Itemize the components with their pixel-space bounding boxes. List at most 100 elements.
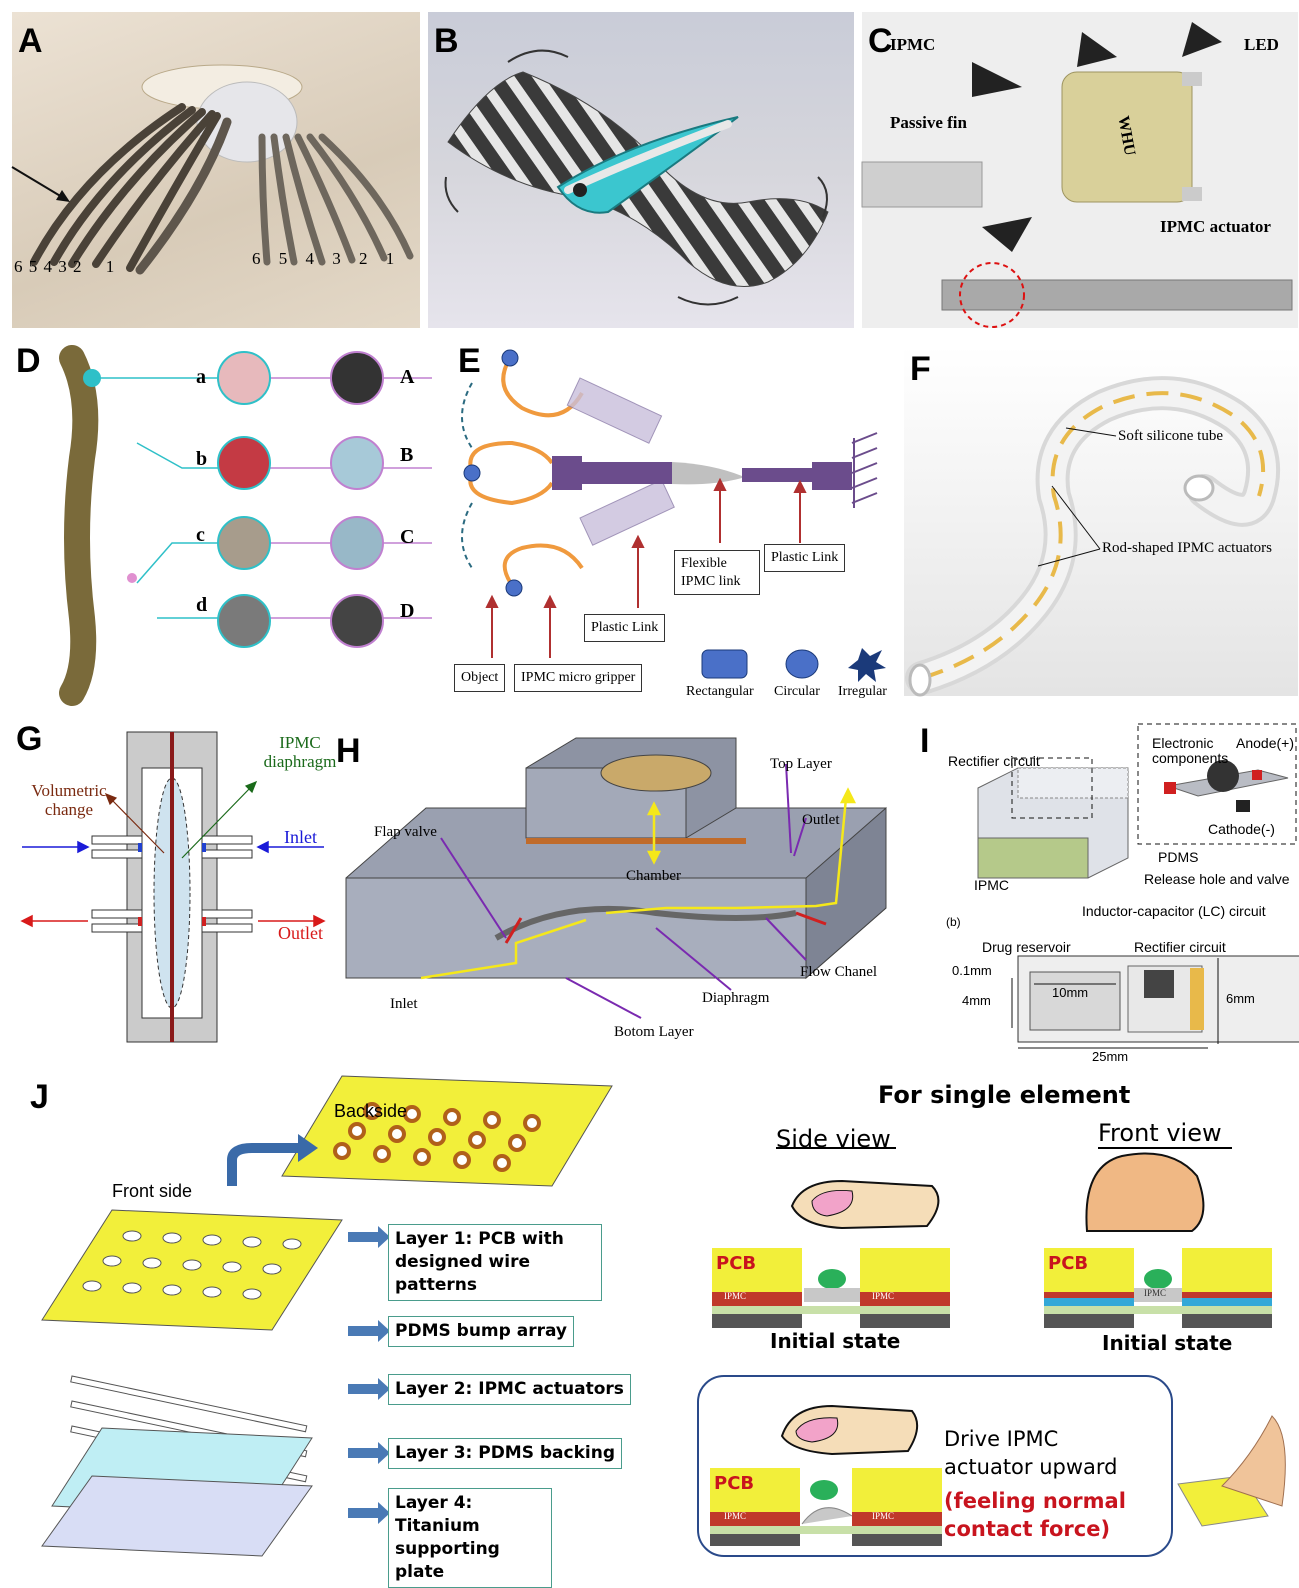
h-bottom-layer: Botom Layer xyxy=(614,1024,694,1040)
j-ipmc-4: IPMC xyxy=(724,1511,747,1521)
e-plastic-link-mid-box: Plastic Link xyxy=(584,614,666,642)
panel-j: J Backside Front side Layer 1: PCB with … xyxy=(12,1075,1298,1588)
panel-a-photo xyxy=(11,64,414,275)
a-num: 6 xyxy=(14,257,24,276)
panel-g: G IPMC diaphragm Volumetric change Inlet… xyxy=(12,718,342,1048)
h-diaphragm: Diaphragm xyxy=(702,990,770,1006)
panel-i: I Rectifier circuit Electronic component… xyxy=(918,718,1299,1068)
h-chamber: Chamber xyxy=(626,868,681,884)
e-shape-irr: Irregular xyxy=(838,684,887,699)
h-outlet: Outlet xyxy=(802,812,840,828)
j-feel-1: (feeling normal xyxy=(944,1489,1126,1513)
i-d25: 25mm xyxy=(1092,1049,1129,1064)
j-layer2-box: Layer 2: IPMC actuators xyxy=(388,1374,631,1405)
panel-a: A 6 5 4 3 2 1 6 5 4 3 2 1 xyxy=(11,12,420,328)
j-feel-2: contact force) xyxy=(944,1517,1111,1541)
i-electronic: Electronic components xyxy=(1152,735,1229,767)
panel-i-diagram xyxy=(977,723,1299,1049)
j-pcb-1: PCB xyxy=(716,1253,757,1274)
d-letter-B: B xyxy=(400,444,414,466)
a-right-numbers: 6 5 4 3 2 1 xyxy=(252,249,395,269)
panel-e: E Flexible IPMC link Plastic Link Plasti… xyxy=(452,338,888,700)
a-num: 1 xyxy=(385,249,395,268)
i-anode: Anode(+) xyxy=(1236,735,1294,751)
j-ipmc-3: IPMC xyxy=(1144,1288,1167,1298)
g-inlet-label: Inlet xyxy=(284,827,317,847)
panel-g-diagram xyxy=(20,731,326,1043)
h-inlet: Inlet xyxy=(390,996,418,1012)
a-num: 1 xyxy=(105,257,116,276)
a-num: 2 xyxy=(359,249,368,268)
d-letter-c: c xyxy=(196,524,205,546)
panel-label-i: I xyxy=(920,722,930,760)
panel-c: C IPMC LED Passive fin IPMC actuator WHU xyxy=(861,12,1298,328)
g-volumetric-label: Volumetric change xyxy=(31,781,107,819)
i-rectifier2: Rectifier circuit xyxy=(1134,939,1226,955)
panel-label-c: C xyxy=(868,22,893,60)
g-outlet-label: Outlet xyxy=(278,923,323,943)
j-initial-2: Initial state xyxy=(1102,1331,1233,1355)
a-num: 5 xyxy=(278,249,288,268)
panel-f-tube xyxy=(905,376,1281,697)
panel-d: D a b c d A B C D xyxy=(12,338,442,706)
j-layer1-box: Layer 1: PCB with designed wire patterns xyxy=(388,1224,602,1301)
e-shape-rect: Rectangular xyxy=(686,684,754,699)
c-passive-fin-label: Passive fin xyxy=(890,113,967,132)
c-led-label: LED xyxy=(1244,35,1279,54)
e-plastic-link-right-box: Plastic Link xyxy=(764,544,846,572)
a-num: 3 xyxy=(332,249,341,268)
a-left-numbers: 6 5 4 3 2 1 xyxy=(14,257,116,277)
a-num: 4 xyxy=(43,257,53,276)
j-layer4-box: Layer 4: Titanium supporting plate xyxy=(388,1488,552,1588)
e-shape-circ: Circular xyxy=(774,684,820,699)
j-pcb-3: PCB xyxy=(714,1473,755,1494)
j-drive-1: Drive IPMC xyxy=(944,1427,1059,1451)
j-initial-1: Initial state xyxy=(770,1329,901,1353)
panel-j-diagram xyxy=(41,1075,1286,1557)
a-num: 3 xyxy=(58,257,68,276)
j-backside: Backside xyxy=(334,1101,408,1121)
panel-b-drawing xyxy=(444,49,829,306)
panel-label-b: B xyxy=(434,22,459,60)
j-drive-2: actuator upward xyxy=(944,1455,1118,1479)
c-ipmc-label: IPMC xyxy=(890,35,936,54)
j-front-side: Front side xyxy=(112,1181,193,1201)
i-d4: 4mm xyxy=(962,993,991,1008)
e-gripper-box: IPMC micro gripper xyxy=(514,664,643,692)
panel-c-photo xyxy=(861,22,1293,328)
a-num: 5 xyxy=(28,257,39,276)
a-num: 2 xyxy=(73,257,83,276)
panel-label-f: F xyxy=(910,350,931,388)
a-num: 6 xyxy=(252,249,261,268)
i-ipmc: IPMC xyxy=(974,877,1009,893)
panel-label-h: H xyxy=(336,732,361,770)
panel-label-e: E xyxy=(458,342,481,380)
a-num: 4 xyxy=(305,249,315,268)
j-single-title: For single element xyxy=(878,1081,1131,1109)
panel-e-diagram xyxy=(461,349,886,682)
panel-h-diagram xyxy=(345,737,887,1019)
panel-label-d: D xyxy=(16,342,41,380)
j-ipmc-2: IPMC xyxy=(872,1291,895,1301)
i-release: Release hole and valve xyxy=(1144,871,1290,887)
f-rods-label: Rod-shaped IPMC actuators xyxy=(1102,540,1272,556)
i-cathode: Cathode(-) xyxy=(1208,821,1275,837)
i-d01: 0.1mm xyxy=(952,963,992,978)
d-letter-d: d xyxy=(196,594,208,616)
d-letter-C: C xyxy=(400,526,415,548)
i-b: (b) xyxy=(946,915,961,929)
j-layer3-box: Layer 3: PDMS backing xyxy=(388,1438,623,1469)
i-lc: Inductor-capacitor (LC) circuit xyxy=(1082,903,1266,919)
j-front-view: Front view xyxy=(1098,1119,1222,1147)
j-ipmc-1: IPMC xyxy=(724,1291,747,1301)
f-tube-label: Soft silicone tube xyxy=(1118,428,1223,444)
h-flow-channel: Flow Chanel xyxy=(800,964,878,980)
i-d6: 6mm xyxy=(1226,991,1255,1006)
d-letter-b: b xyxy=(196,448,208,470)
panel-h: H Top Layer Outlet Flap valve Chamber In… xyxy=(336,728,916,1048)
j-side-view: Side view xyxy=(776,1125,891,1153)
panel-label-a: A xyxy=(18,22,43,60)
e-object-box: Object xyxy=(454,664,506,692)
d-letter-D: D xyxy=(400,600,415,622)
g-diaphragm-label: IPMC diaphragm xyxy=(263,733,337,771)
